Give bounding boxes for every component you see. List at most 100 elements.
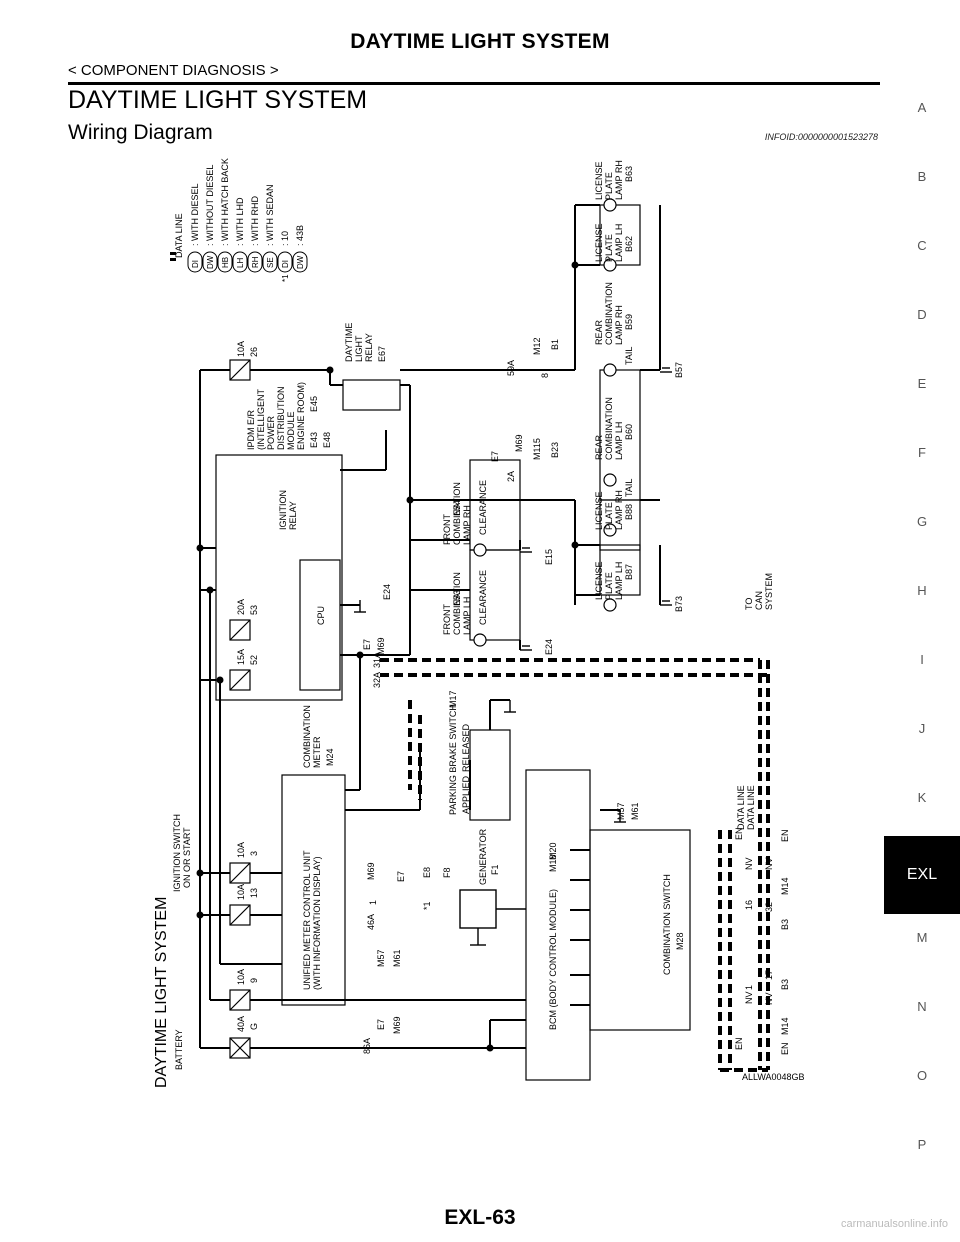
label-pin-32: 32 [764, 902, 774, 912]
label-to-can-2: CAN [754, 591, 764, 610]
label-wire-32a: 32A [372, 672, 382, 688]
wires-main [199, 204, 661, 1049]
label-conn-b23: B23 [550, 442, 560, 458]
side-index-letter-o[interactable]: O [916, 1068, 928, 1083]
label-en-c: EN [780, 1042, 790, 1055]
label-ignition-relay-1: IGNITION [278, 490, 288, 530]
side-index-letter-f[interactable]: F [918, 445, 926, 460]
side-index-letter-g[interactable]: G [916, 514, 928, 529]
label-ignition-switch: IGNITION SWITCH [172, 814, 182, 892]
side-index-letter-a[interactable]: A [917, 100, 927, 115]
label-fuse-g: G [249, 1023, 259, 1030]
label-conn-b3a: B3 [780, 979, 790, 990]
label-ipdm-5: MODULE [286, 411, 296, 450]
label-bcm: BCM (BODY CONTROL MODULE) [548, 889, 558, 1030]
side-index-letter-p[interactable]: P [917, 1137, 927, 1152]
label-fuse-53: 53 [249, 605, 259, 615]
label-ipdm-6: ENGINE ROOM) [296, 382, 306, 450]
label-pin-1: 1 [744, 985, 754, 990]
label-ground-e15: E15 [544, 549, 554, 565]
label-fuse-13: 13 [249, 888, 259, 898]
label-fuse-26: 26 [249, 347, 259, 357]
label-conn-e8: E8 [422, 867, 432, 878]
label-fuse-10a-d: 10A [236, 341, 246, 357]
label-conn-m57b: M57 [616, 802, 626, 820]
label-lpl-lh-connector: B87 [624, 564, 634, 580]
label-fcl-rh-2: COMBINATION [452, 482, 462, 545]
legend-code-hb: HB [221, 257, 230, 268]
label-rcl-lh-2: COMBINATION [604, 397, 614, 460]
legend: DATA LINE DI : WITH DIESEL DW : WITHOUT … [170, 158, 308, 282]
side-index-letter-i[interactable]: I [920, 652, 924, 667]
label-released: RELEASED [461, 723, 471, 772]
junction-dots [196, 261, 579, 1052]
label-daytime-relay-3: RELAY [364, 333, 374, 362]
label-daytime-relay-connector: E67 [377, 346, 387, 362]
side-index-letter-n[interactable]: N [917, 999, 927, 1014]
side-index-letter-m[interactable]: M [916, 930, 928, 945]
side-index-letter-j[interactable]: J [918, 721, 926, 736]
legend-text-di: : WITH DIESEL [190, 183, 200, 246]
label-ground-e24b: E24 [544, 639, 554, 655]
label-nv-a: NV [744, 991, 754, 1004]
label-combination-meter-2: METER [312, 736, 322, 768]
label-generator: GENERATOR [478, 828, 488, 885]
legend-footnote-mark: *1 [281, 274, 290, 282]
label-conn-f8: F8 [442, 867, 452, 878]
label-ipdm-4: DISTRIBUTION [276, 386, 286, 450]
label-rcl-lh-1: REAR [594, 434, 604, 460]
label-lpl2-rh-2: PLATE [604, 172, 614, 200]
label-fcl-rh-3: LAMP RH [462, 505, 472, 545]
side-index-letter-c[interactable]: C [917, 238, 927, 253]
label-wire-2a: 2A [506, 471, 516, 482]
label-wire-1: 1 [368, 900, 378, 905]
label-fcl-lh-1: FRONT [442, 604, 452, 635]
label-tail-lh: TAIL [624, 479, 634, 497]
side-index-letter-d[interactable]: D [917, 307, 927, 322]
label-fuse-10a-b: 10A [236, 884, 246, 900]
label-ipdm-connector-e45: E45 [309, 396, 319, 412]
label-conn-m69b: M69 [376, 637, 386, 655]
legend-code-di: DI [191, 260, 200, 268]
section-title: DAYTIME LIGHT SYSTEM [68, 86, 368, 114]
label-unified-meter-1: UNIFIED METER CONTROL UNIT [302, 850, 312, 990]
label-lpl2-lh-2: PLATE [604, 234, 614, 262]
label-unified-meter-2: (WITH INFORMATION DISPLAY) [312, 856, 322, 990]
side-index-letter-b[interactable]: B [917, 169, 927, 184]
label-lpl2-lh-3: LAMP LH [614, 224, 624, 262]
side-index-letter-k[interactable]: K [917, 790, 927, 805]
component-labels: BATTERY IGNITION SWITCH ON OR START 40A … [172, 160, 790, 1070]
label-nv-c: NV [764, 992, 774, 1005]
label-ipdm-1: IPDM E/R [246, 409, 256, 450]
page-number: EXL-63 [444, 1206, 516, 1229]
label-rcl-rh-1: REAR [594, 319, 604, 345]
label-combination-meter-1: COMBINATION [302, 705, 312, 768]
label-rcl-rh-2: COMBINATION [604, 282, 614, 345]
label-combination-meter-connector: M24 [325, 748, 335, 766]
label-conn-m14a: M14 [780, 1017, 790, 1035]
label-conn-m115: M115 [532, 438, 542, 460]
label-fuse-3: 3 [249, 851, 259, 856]
legend-text-lh: : WITH LHD [235, 197, 245, 246]
label-wire-86a: 86A [362, 1038, 372, 1054]
label-rcl-lh-connector: B60 [624, 424, 634, 440]
legend-fn-code-dw: DW [296, 255, 305, 269]
ground-symbols [354, 367, 672, 823]
side-index-letter-h[interactable]: H [917, 583, 927, 598]
side-index-letter-e[interactable]: E [917, 376, 927, 391]
side-index-active-exl[interactable]: EXL [884, 836, 960, 914]
label-pin-16: 16 [744, 900, 754, 910]
label-en-b: EN [734, 827, 744, 840]
figure-code: ALLWA0048GB [742, 1072, 805, 1082]
legend-code-lh: LH [236, 258, 245, 268]
fuse-symbols [229, 359, 251, 1059]
legend-text-rh: : WITH RHD [250, 196, 260, 246]
label-lpl-rh-1: LICENSE [594, 491, 604, 530]
label-lpl2-rh-1: LICENSE [594, 161, 604, 200]
label-wire-46a: 46A [366, 914, 376, 930]
label-fuse-10a-a: 10A [236, 969, 246, 985]
label-wire-31a: 31A [372, 652, 382, 668]
legend-code-rh: RH [251, 256, 260, 268]
label-bcm-connector-m18: M18 [548, 854, 558, 872]
label-generator-connector: F1 [490, 864, 500, 875]
